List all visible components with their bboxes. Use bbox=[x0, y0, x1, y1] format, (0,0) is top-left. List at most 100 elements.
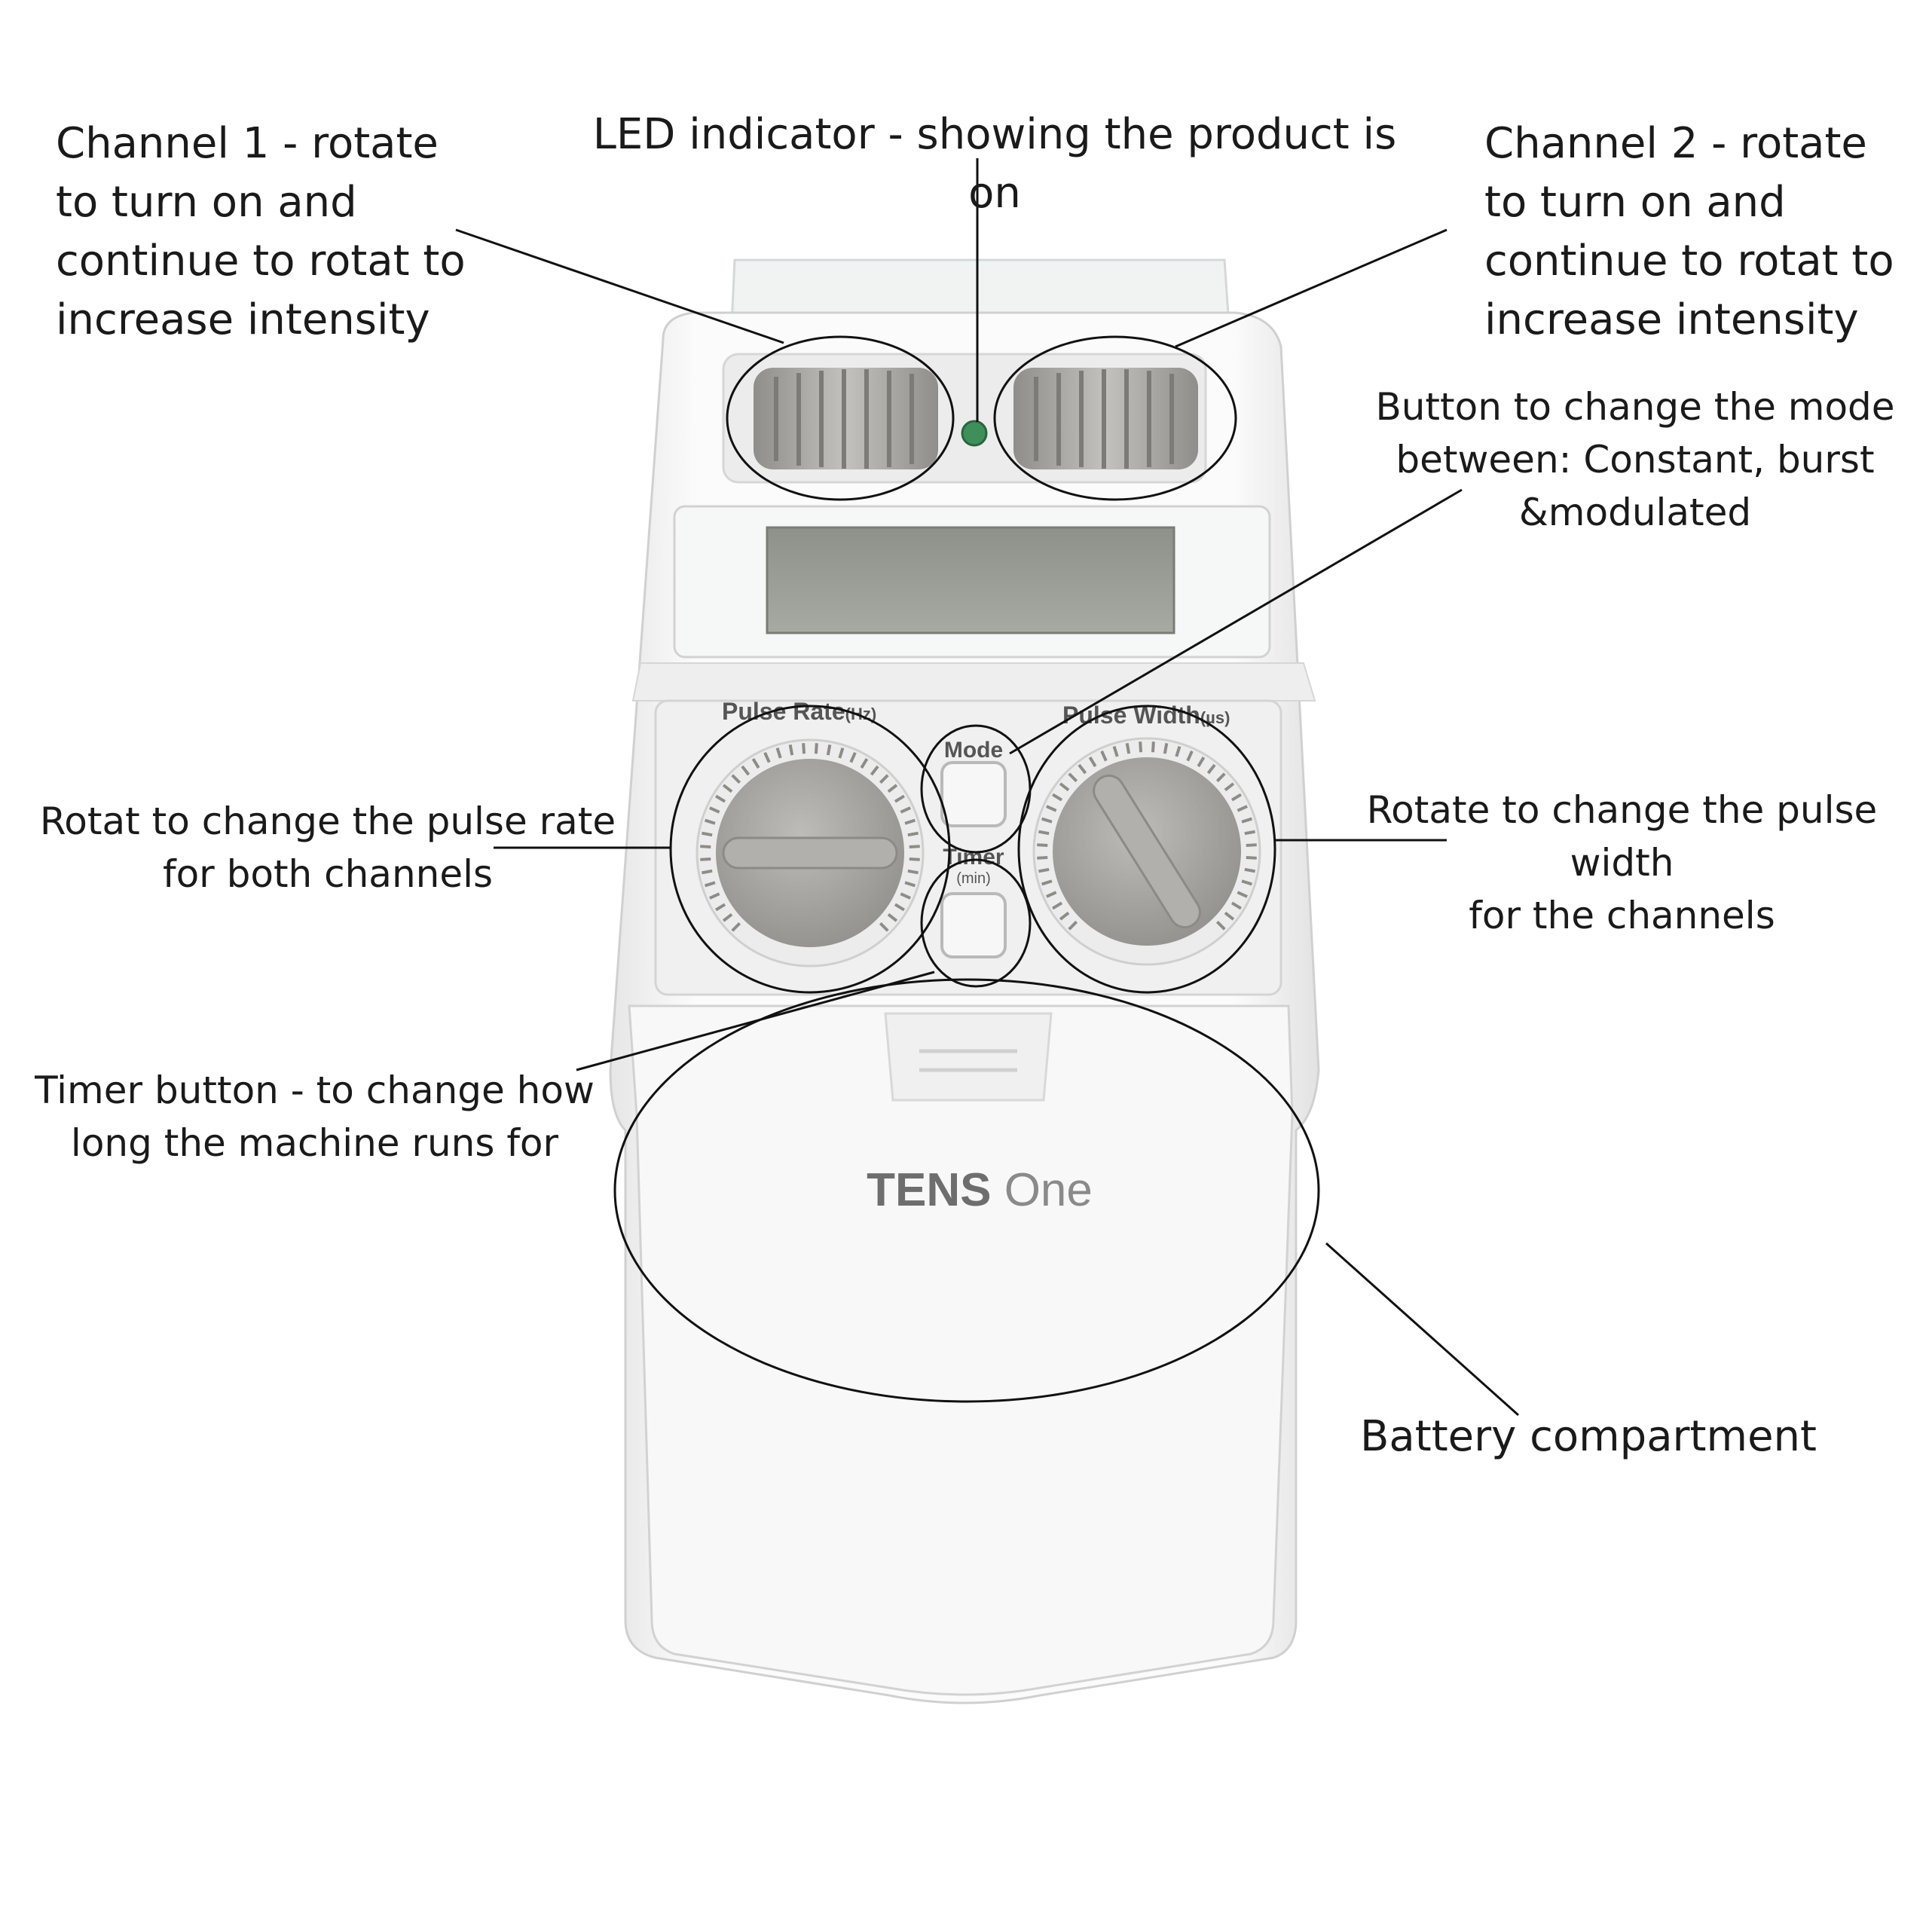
dial-tick bbox=[1215, 772, 1226, 783]
dial-tick bbox=[1246, 855, 1257, 860]
dial-tick bbox=[715, 903, 726, 912]
dial-tick bbox=[1163, 743, 1169, 754]
dial-tick bbox=[894, 794, 905, 803]
dial-tick bbox=[909, 857, 920, 861]
channel2-knob[interactable] bbox=[1013, 368, 1198, 469]
display-ledge bbox=[631, 662, 1316, 702]
dial-tick bbox=[1237, 891, 1248, 898]
dial-tick bbox=[900, 806, 911, 814]
dial-tick bbox=[702, 831, 713, 837]
dial-tick bbox=[904, 818, 916, 825]
pulse-rate-dial[interactable] bbox=[695, 738, 925, 968]
brand-logo: TENS One bbox=[867, 1164, 1093, 1216]
dial-tick bbox=[1046, 805, 1057, 812]
annotation-shapes bbox=[613, 335, 1320, 1403]
dial-tick bbox=[904, 881, 916, 888]
dial-tick bbox=[731, 922, 741, 932]
dial-tick bbox=[860, 758, 869, 769]
dial-tick bbox=[1038, 830, 1050, 836]
dial-tick bbox=[1052, 793, 1063, 802]
dial-tick bbox=[1038, 867, 1050, 873]
dial-tick bbox=[700, 857, 711, 861]
leader-channel2 bbox=[1175, 228, 1448, 348]
dial-tick bbox=[1100, 750, 1108, 762]
channel1-knob[interactable] bbox=[754, 368, 938, 469]
dial-tick bbox=[814, 743, 818, 754]
dial-tick bbox=[900, 892, 911, 900]
dial-tick bbox=[1046, 891, 1057, 898]
dial-tick bbox=[879, 774, 889, 784]
timer-button[interactable] bbox=[940, 892, 1007, 958]
pulse-width-dial[interactable] bbox=[1032, 737, 1261, 966]
dial-tick bbox=[788, 744, 794, 756]
dial-tick bbox=[1068, 920, 1078, 931]
dial-tick bbox=[1112, 746, 1119, 757]
dial-tick bbox=[722, 913, 733, 922]
dial-tick bbox=[1197, 757, 1206, 768]
callout-battery: Battery compartment bbox=[1360, 1412, 1817, 1461]
lcd-screen bbox=[766, 526, 1175, 634]
dial-tick bbox=[1059, 911, 1070, 921]
dial-tick bbox=[731, 774, 741, 784]
dial-tick bbox=[1206, 763, 1216, 775]
dial-tick bbox=[894, 903, 905, 912]
dial-tick bbox=[1041, 879, 1053, 886]
dial-tick bbox=[763, 752, 771, 763]
dial-tick bbox=[1244, 867, 1255, 873]
dial-tick bbox=[1088, 757, 1097, 768]
dial-tick bbox=[775, 747, 782, 759]
dial-tick bbox=[907, 869, 919, 875]
dial-tick bbox=[1186, 750, 1194, 762]
dial-tick bbox=[1215, 920, 1226, 931]
pulse-width-unit: (µs) bbox=[1200, 708, 1230, 727]
dial-tick bbox=[1059, 782, 1070, 792]
dial-tick bbox=[1125, 743, 1131, 754]
timer-unit: (min) bbox=[956, 870, 991, 887]
dial-tick bbox=[1244, 830, 1255, 836]
dial-tick bbox=[879, 922, 889, 932]
dial-tick bbox=[709, 892, 720, 900]
dial-tick bbox=[838, 747, 845, 759]
dial-tick bbox=[1068, 772, 1078, 783]
dial-tick bbox=[1139, 741, 1143, 753]
ring-pulse-rate bbox=[669, 705, 951, 994]
callout-channel2: Channel 2 - rotate to turn on and contin… bbox=[1484, 119, 1894, 344]
dial-tick bbox=[887, 784, 898, 793]
dial-tick bbox=[1241, 817, 1252, 824]
dial-tick bbox=[849, 752, 857, 763]
dial-tick bbox=[715, 794, 726, 803]
dial-tick bbox=[700, 845, 711, 849]
dial-tick bbox=[1175, 746, 1182, 757]
ring-pulse-width bbox=[1017, 705, 1276, 994]
mode-button[interactable] bbox=[940, 761, 1007, 827]
dial-tick bbox=[1224, 782, 1235, 792]
mode-label: Mode bbox=[944, 738, 1003, 763]
dial-tick bbox=[1237, 805, 1248, 812]
leader-lines bbox=[455, 158, 1519, 1417]
dial-tick bbox=[826, 744, 832, 756]
ring-channel1 bbox=[726, 335, 955, 501]
battery-cover-tab bbox=[884, 1012, 1053, 1102]
dial-tick bbox=[702, 869, 713, 875]
dial-tick bbox=[1041, 817, 1053, 824]
dial-tick bbox=[1241, 879, 1252, 886]
callout-timer: Timer button - to change how long the ma… bbox=[35, 1068, 595, 1165]
pulse-rate-ticks bbox=[700, 743, 920, 932]
battery-cover bbox=[628, 1004, 1294, 1696]
callout-led: LED indicator - showing the product is o… bbox=[592, 110, 1397, 218]
dial-tick bbox=[751, 758, 760, 769]
ring-mode bbox=[920, 724, 1032, 854]
dial-tick bbox=[887, 913, 898, 922]
callout-channel1: Channel 1 - rotate to turn on and contin… bbox=[56, 119, 466, 344]
dial-tick bbox=[1078, 763, 1087, 775]
dial-tick bbox=[705, 881, 716, 888]
callout-pulse-width: Rotate to change the pulse width for the… bbox=[1366, 788, 1878, 937]
dial-tick bbox=[907, 831, 919, 837]
dial-tick bbox=[1230, 793, 1242, 802]
leader-channel1 bbox=[455, 228, 784, 344]
dial-tick bbox=[1037, 855, 1048, 860]
ring-timer bbox=[920, 858, 1032, 988]
dial-tick bbox=[802, 743, 806, 754]
